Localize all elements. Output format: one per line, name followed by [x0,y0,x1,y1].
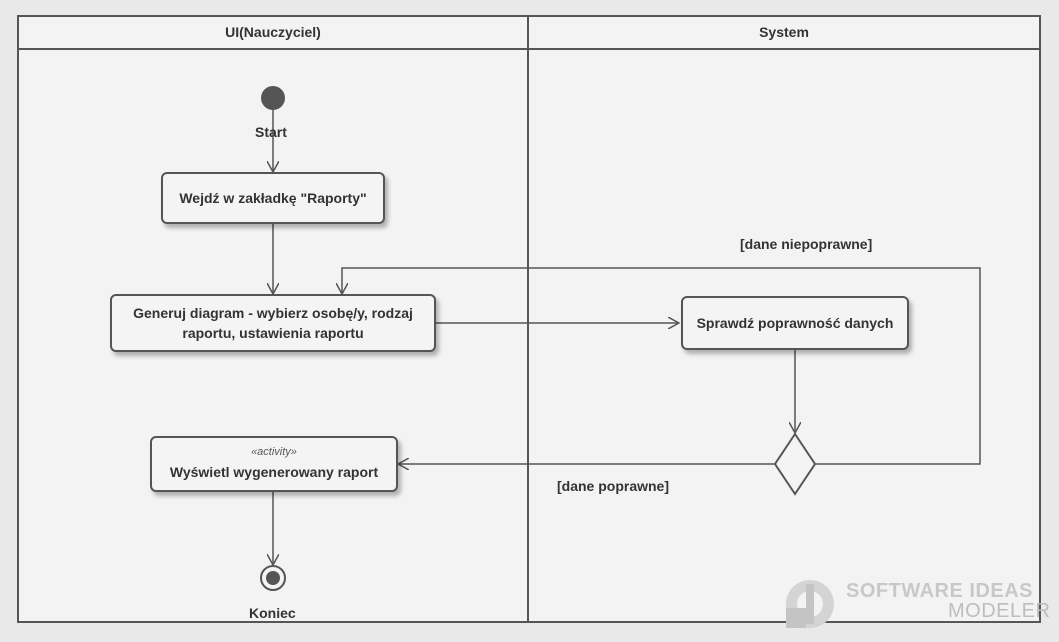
swimlane-system-header: System [528,16,1040,50]
action-raporty-text: Wejdź w zakładkę "Raporty" [179,190,367,206]
action-generuj-text-1: Generuj diagram - wybierz osobę/y, rodza… [133,305,413,321]
action-wyswietl-text: Wyświetl wygenerowany raport [169,464,379,480]
action-sprawdz[interactable]: Sprawdź poprawność danych [681,296,909,350]
watermark-line1: SOFTWARE IDEAS [846,580,1034,602]
watermark-logo-icon [786,580,834,628]
swimlane-ui-header: UI(Nauczyciel) [18,16,528,50]
guard-invalid-label: [dane niepoprawne] [740,236,873,252]
start-node [261,86,285,110]
start-label: Start [255,124,287,140]
end-node-inner [266,571,280,585]
software-ideas-watermark: SOFTWARE IDEAS MODELER [784,578,1051,630]
decision-diamond [773,432,817,496]
action-sprawdz-text: Sprawdź poprawność danych [696,315,894,331]
action-generuj-text-2: raportu, ustawienia raportu [182,325,364,341]
action-generuj[interactable]: Generuj diagram - wybierz osobę/y, rodza… [110,294,436,352]
action-wyswietl-stereotype: «activity» [251,446,297,458]
flow-decision-invalid [342,267,981,465]
action-raporty[interactable]: Wejdź w zakładkę "Raporty" [161,172,385,224]
end-label: Koniec [249,605,296,621]
action-wyswietl[interactable]: «activity» Wyświetl wygenerowany raport [150,436,398,492]
watermark-line2: MODELER [948,600,1051,622]
guard-valid-label: [dane poprawne] [557,478,670,494]
